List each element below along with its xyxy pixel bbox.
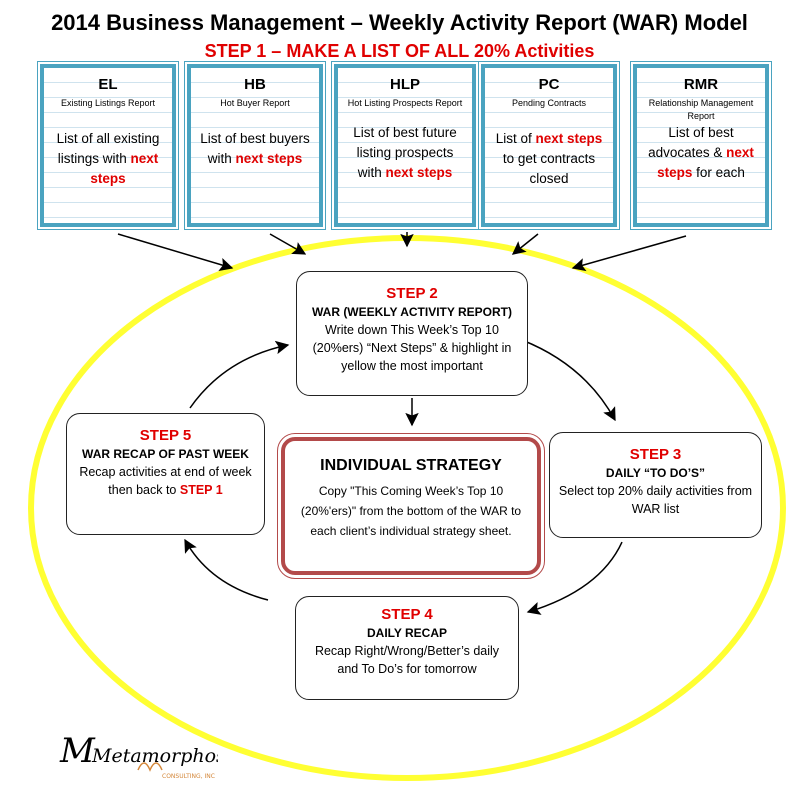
center-title: INDIVIDUAL STRATEGY — [320, 457, 502, 474]
step-number: STEP 5 — [139, 427, 192, 444]
step-number: STEP 2 — [386, 285, 438, 302]
step-body: Recap activities at end of week then bac… — [79, 465, 252, 497]
report-el: EL Existing Listings Report List of all … — [37, 61, 179, 230]
arrow-step3-step4 — [526, 541, 623, 615]
report-name: Pending Contracts — [511, 98, 587, 108]
report-code: HB — [244, 76, 266, 93]
step-number: STEP 3 — [629, 446, 682, 463]
step-heading: WAR RECAP OF PAST WEEK — [82, 447, 249, 461]
center-body: Copy "This Coming Week’s Top 10 (20%'ers… — [300, 484, 522, 538]
arrow-el — [117, 233, 234, 271]
arrow-hb — [269, 233, 307, 255]
report-description: List of best advocates & next steps for … — [648, 125, 754, 180]
step-heading: DAILY “TO DO’S” — [605, 466, 706, 480]
page-title: 2014 Business Management – Weekly Activi… — [51, 10, 748, 35]
report-description: List of best future listing prospects wi… — [353, 125, 457, 180]
step1-heading: STEP 1 – MAKE A LIST OF ALL 20% Activiti… — [204, 41, 595, 61]
arrow-pc — [511, 233, 539, 255]
step3-box: STEP 3 DAILY “TO DO’S” Select top 20% da… — [549, 432, 762, 538]
step-heading: DAILY RECAP — [366, 626, 448, 640]
report-code: PC — [538, 76, 560, 93]
report-code: EL — [98, 76, 118, 93]
metamorphosis-logo: M Metamorphosis CONSULTING, INC — [58, 722, 242, 791]
report-name: Hot Listing Prospects Report — [347, 98, 463, 108]
logo-wordmark: Metamorphosis — [91, 745, 218, 767]
step5-box: STEP 5 WAR RECAP OF PAST WEEK Recap acti… — [66, 413, 265, 535]
report-hlp: HLP Hot Listing Prospects Report List of… — [331, 61, 479, 230]
report-name: Hot Buyer Report — [220, 98, 290, 108]
report-description: List of next steps to get contracts clos… — [495, 131, 603, 186]
step-body: Recap Right/Wrong/Better’s daily and To … — [314, 644, 500, 676]
step-body: Select top 20% daily activities from WAR… — [558, 484, 753, 516]
report-code: HLP — [390, 76, 420, 93]
arrow-step5-step2 — [189, 340, 290, 409]
step-number: STEP 4 — [381, 606, 433, 623]
step4-box: STEP 4 DAILY RECAP Recap Right/Wrong/Bet… — [295, 596, 519, 700]
report-name: Existing Listings Report — [60, 98, 156, 108]
step-heading: WAR (WEEKLY ACTIVITY REPORT) — [311, 305, 512, 319]
step2-box: STEP 2 WAR (WEEKLY ACTIVITY REPORT) Writ… — [296, 271, 528, 396]
arrow-step2-step3 — [521, 339, 616, 422]
arrow-rmr — [571, 235, 687, 272]
report-description: List of best buyers with next steps — [200, 131, 310, 166]
svg-text:M: M — [59, 731, 96, 771]
individual-strategy-box: INDIVIDUAL STRATEGY Copy "This Coming We… — [277, 433, 545, 579]
report-description: List of all existing listings with next … — [56, 131, 160, 186]
report-name: Relationship Management Report — [648, 98, 754, 121]
logo-subtext: CONSULTING, INC — [162, 773, 215, 780]
report-pc: PC Pending Contracts List of next steps … — [478, 61, 620, 230]
arrow-step4-step5 — [184, 538, 269, 601]
report-hb: HB Hot Buyer Report List of best buyers … — [184, 61, 326, 230]
step-body: Write down This Week’s Top 10 (20%ers) “… — [312, 323, 512, 373]
report-rmr: RMR Relationship Management Report List … — [630, 61, 772, 230]
report-code: RMR — [683, 76, 719, 93]
